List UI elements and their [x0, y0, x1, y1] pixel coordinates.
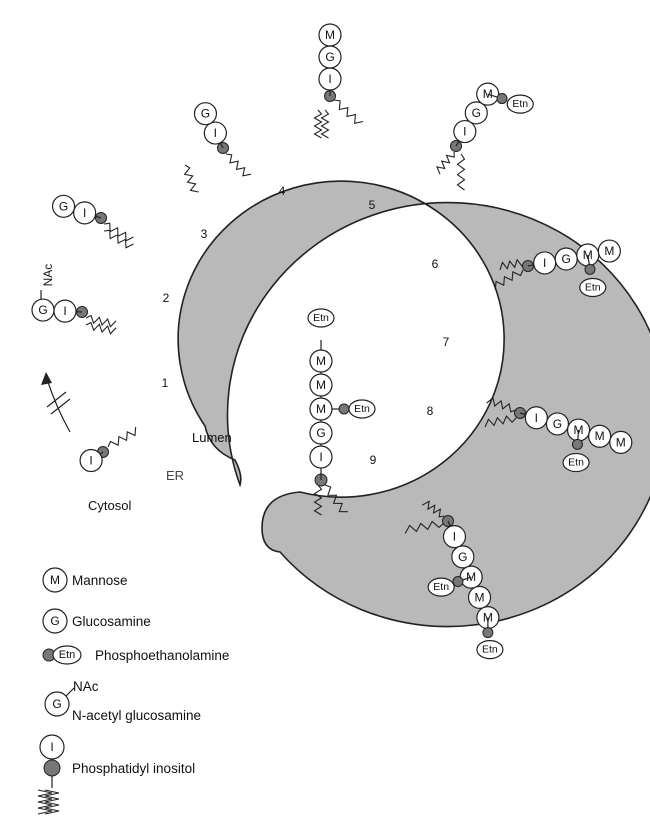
svg-text:M: M	[316, 354, 326, 368]
svg-text:G: G	[472, 106, 481, 120]
nac-mark: NAc	[41, 264, 55, 287]
lipid-tail-icon	[85, 322, 116, 335]
legend-nac-mark: NAc	[73, 679, 99, 694]
svg-text:I: I	[83, 206, 86, 220]
legend-mannose: M Mannose	[43, 568, 128, 592]
svg-text:Etn: Etn	[482, 644, 498, 656]
phosphate-dot-icon	[497, 94, 507, 104]
svg-text:I: I	[453, 530, 456, 544]
svg-text:Etn: Etn	[59, 649, 76, 661]
svg-text:M: M	[604, 244, 614, 258]
svg-text:G: G	[38, 303, 47, 317]
phosphate-dot-icon	[339, 404, 349, 414]
svg-text:I: I	[463, 125, 466, 139]
step-number-6: 6	[432, 257, 439, 271]
svg-text:G: G	[562, 252, 571, 266]
lipid-tail-icon	[435, 150, 457, 174]
cytosol-label: Cytosol	[88, 498, 131, 513]
svg-text:I: I	[50, 740, 53, 754]
svg-text:Etn: Etn	[585, 282, 601, 294]
phosphate-dot-icon	[483, 628, 493, 638]
lipid-tail-icon	[322, 110, 329, 138]
svg-text:M: M	[316, 402, 326, 416]
svg-text:M: M	[475, 590, 485, 604]
step-number-7: 7	[443, 335, 450, 349]
blocked-arrow	[41, 372, 70, 432]
lipid-tail-icon	[182, 164, 199, 195]
structure-step-4: IG	[182, 103, 251, 195]
legend-glucosamine: G Glucosamine	[43, 609, 151, 633]
svg-text:Etn: Etn	[512, 98, 528, 110]
step-number-5: 5	[369, 198, 376, 212]
er-label: ER	[166, 468, 184, 483]
svg-text:M: M	[50, 573, 60, 587]
svg-text:Etn: Etn	[313, 312, 329, 324]
step-number-9: 9	[370, 453, 377, 467]
svg-text:G: G	[458, 550, 467, 564]
structure-step-3: IG	[53, 195, 134, 250]
svg-text:G: G	[201, 107, 210, 121]
step-number-2: 2	[163, 291, 170, 305]
structure-step-5: IGM	[315, 24, 364, 138]
phosphate-dot-icon	[572, 439, 582, 449]
step-number-4: 4	[279, 184, 286, 198]
legend-nacetyl-glucosamine-label: N-acetyl glucosamine	[72, 708, 201, 723]
svg-text:M: M	[325, 28, 335, 42]
structure-step-2: I G NAc	[32, 264, 116, 335]
lumen-label: Lumen	[192, 430, 232, 445]
lipid-tail-icon	[315, 110, 322, 138]
legend-glucosamine-label: Glucosamine	[72, 614, 151, 629]
svg-text:M: M	[316, 378, 326, 392]
svg-text:M: M	[595, 429, 605, 443]
svg-text:Etn: Etn	[354, 403, 370, 415]
lipid-tail-icon	[106, 427, 139, 450]
lipid-tail-icon	[85, 315, 116, 328]
svg-text:I: I	[89, 454, 92, 468]
lipid-tail-icon	[332, 97, 363, 126]
arrowhead-icon	[41, 372, 52, 385]
svg-text:I: I	[319, 450, 322, 464]
svg-text:Etn: Etn	[433, 581, 449, 593]
lipid-tail-icon	[458, 154, 465, 190]
legend-phosphatidyl-inositol-label: Phosphatidyl inositol	[72, 761, 195, 776]
svg-text:G: G	[50, 614, 59, 628]
structure-step-1: I	[80, 427, 139, 472]
svg-text:G: G	[316, 426, 325, 440]
legend-phosphatidyl-inositol: I Phosphatidyl inositol	[38, 735, 195, 814]
step-number-8: 8	[427, 404, 434, 418]
svg-text:I: I	[328, 72, 331, 86]
legend-nacetyl-glucosamine: G NAc N-acetyl glucosamine	[45, 679, 201, 723]
legend: M Mannose G Glucosamine Etn Phosphoethan…	[38, 568, 229, 814]
svg-text:G: G	[553, 417, 562, 431]
svg-text:I: I	[214, 126, 217, 140]
lipid-tail-icon	[224, 152, 252, 180]
svg-text:G: G	[325, 50, 334, 64]
legend-phosphoethanolamine-label: Phosphoethanolamine	[95, 648, 229, 663]
svg-text:M: M	[616, 435, 626, 449]
legend-phosphoethanolamine: Etn Phosphoethanolamine	[43, 646, 229, 664]
svg-text:G: G	[59, 199, 68, 213]
phosphate-dot-icon	[44, 760, 60, 776]
svg-text:Etn: Etn	[568, 457, 584, 469]
svg-text:I: I	[543, 256, 546, 270]
step-number-1: 1	[162, 376, 169, 390]
svg-text:I: I	[63, 304, 66, 318]
svg-text:G: G	[52, 697, 61, 711]
phosphate-dot-icon	[585, 264, 595, 274]
step-number-3: 3	[201, 227, 208, 241]
svg-text:I: I	[535, 411, 538, 425]
legend-mannose-label: Mannose	[72, 573, 128, 588]
